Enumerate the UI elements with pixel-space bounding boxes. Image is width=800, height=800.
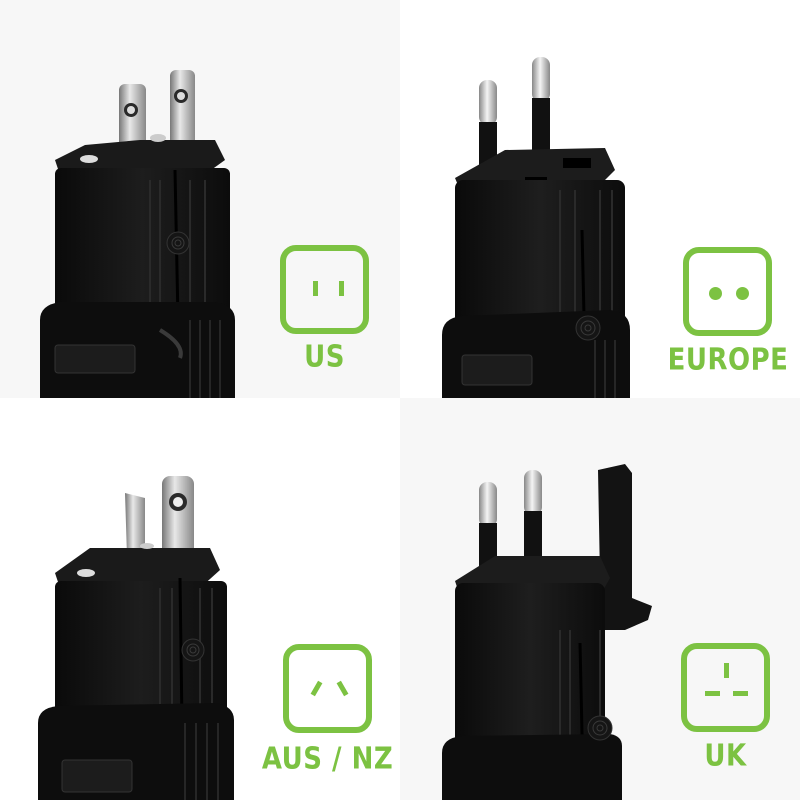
panel-europe: EUROPE — [400, 0, 800, 398]
uk-label: UK — [704, 739, 747, 774]
europe-pin-left — [709, 287, 722, 300]
aus-nz-plug-adapter-photo — [38, 476, 234, 800]
aus-slot-right — [336, 680, 349, 697]
uk-plug-adapter-photo — [442, 464, 652, 800]
europe-outlet-icon — [683, 247, 772, 336]
us-slot-right — [339, 281, 344, 296]
us-slot-left — [313, 281, 318, 296]
uk-slot-left — [705, 691, 720, 696]
europe-plug-adapter-photo — [442, 57, 630, 398]
aus-slot-left — [310, 680, 323, 697]
uk-slot-right — [733, 691, 748, 696]
aus-nz-label: AUS / NZ — [261, 742, 394, 777]
us-plug-adapter-photo — [40, 70, 235, 398]
panel-us: US — [0, 0, 400, 398]
europe-pin-right — [736, 287, 749, 300]
aus-nz-outlet-icon — [283, 644, 372, 733]
us-outlet-icon — [280, 245, 369, 334]
europe-label: EUROPE — [667, 343, 789, 378]
us-label: US — [304, 340, 345, 375]
uk-slot-earth — [724, 663, 729, 678]
panel-aus-nz: AUS / NZ — [0, 398, 400, 800]
uk-outlet-icon — [681, 643, 770, 732]
panel-uk: UK — [400, 398, 800, 800]
